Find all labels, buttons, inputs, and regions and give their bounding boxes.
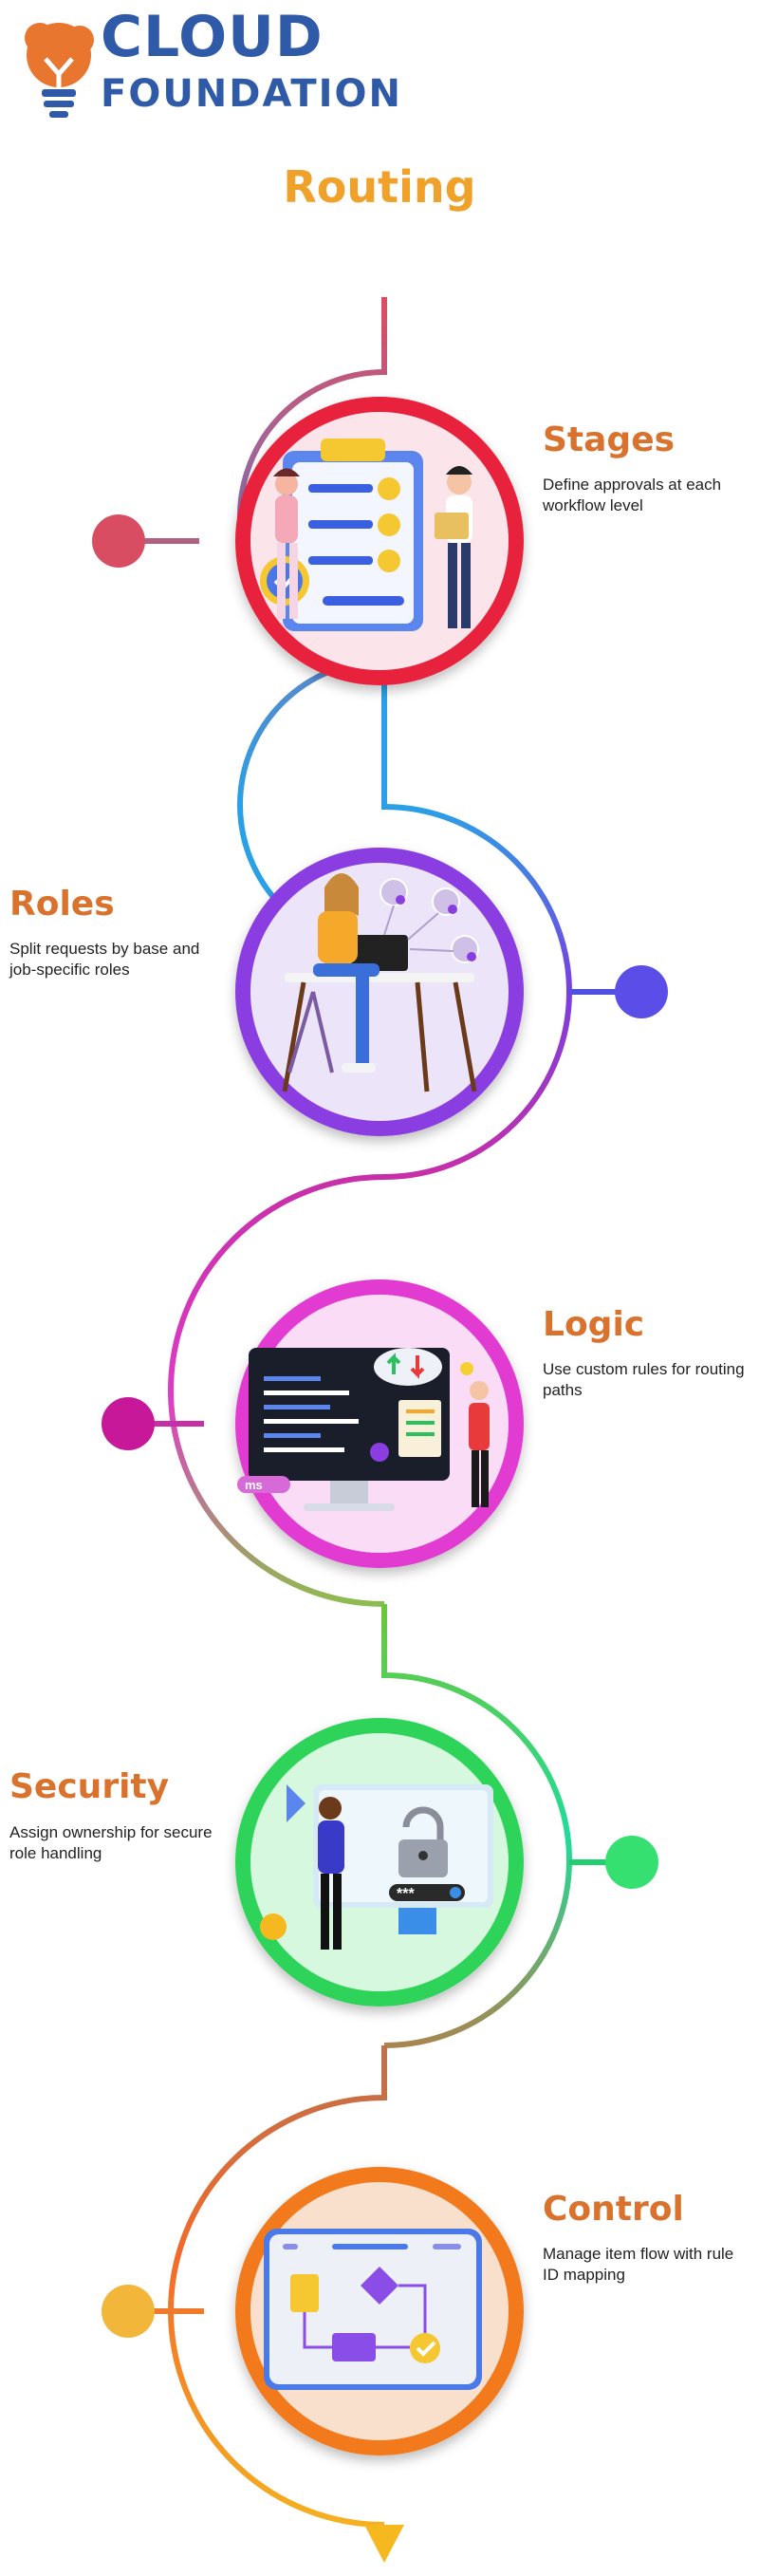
step-title-control: Control: [543, 2190, 684, 2229]
step-logic-illustration: ms: [235, 1279, 524, 1568]
node-dot-stages: [92, 514, 145, 568]
password-mask: ***: [397, 1886, 415, 1902]
step-security-illustration: ***: [235, 1718, 524, 2007]
step-title-stages: Stages: [543, 420, 676, 459]
node-dot-security: [605, 1836, 658, 1889]
flow-segment-5: [168, 2045, 387, 2528]
flow-segment-2: [381, 661, 572, 1180]
monitor-label: ms: [245, 1478, 263, 1492]
step-stages-illustration: [235, 397, 524, 685]
step-title-roles: Roles: [9, 885, 115, 924]
arrow-down-icon: [364, 2525, 404, 2563]
step-desc-security: Assign ownership for secure role handlin…: [9, 1823, 213, 1862]
step-desc-roles: Split requests by base and job-specific …: [9, 940, 200, 979]
step-roles-illustration: [235, 848, 524, 1136]
node-dot-control: [102, 2285, 155, 2338]
page-title: Routing: [283, 161, 476, 213]
brand-name-line2: FOUNDATION: [101, 72, 402, 116]
step-title-logic: Logic: [543, 1305, 645, 1344]
step-desc-control: Manage item flow with rule ID mapping: [543, 2245, 734, 2284]
node-dot-logic: [102, 1397, 155, 1450]
brand-name-line1: CLOUD: [101, 4, 324, 70]
lightbulb-brain-icon: [25, 23, 94, 118]
connectors: [92, 514, 668, 2563]
step-title-security: Security: [9, 1767, 170, 1806]
step-desc-stages: Define approvals at each workflow level: [543, 476, 722, 514]
step-desc-logic: Use custom rules for routing paths: [543, 1360, 745, 1399]
flow-segment-3: [168, 1174, 385, 1607]
flow-segment-4: [381, 1604, 572, 2048]
step-control-illustration: [235, 2167, 524, 2455]
node-dot-roles: [615, 965, 668, 1018]
